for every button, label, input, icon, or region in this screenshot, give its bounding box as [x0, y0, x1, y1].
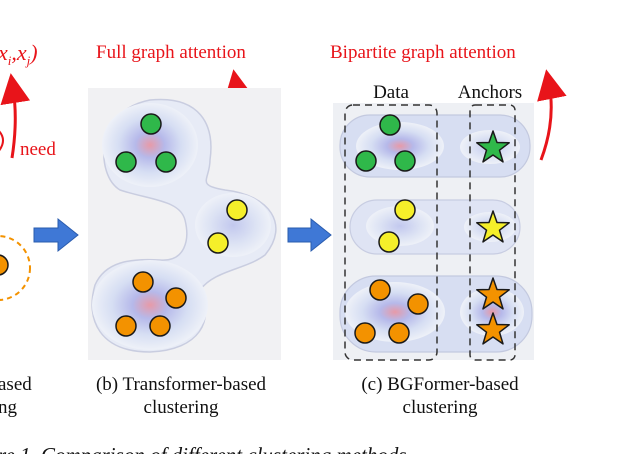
- panel-c-band-green-core: [356, 122, 444, 170]
- panel-c-caption-line2: clustering: [403, 397, 478, 418]
- left-partial-bracket: [0, 130, 4, 151]
- blue-arrow-right: [287, 217, 332, 253]
- need-label: need: [20, 139, 56, 160]
- orange-anchor-star-icon: [476, 277, 510, 310]
- green-point: [155, 151, 177, 173]
- left-caption-line1: ased: [0, 374, 32, 395]
- green-point: [379, 114, 401, 136]
- data-group-box: [344, 104, 438, 361]
- panel-b-blob-orange: [92, 260, 208, 350]
- orange-point: [115, 315, 137, 337]
- left-caption-line2: ng: [0, 397, 18, 418]
- panel-c-anchor-stars: [476, 130, 510, 345]
- anchors-column-label: Anchors: [458, 82, 522, 103]
- orange-point: [149, 315, 171, 337]
- green-point: [140, 113, 162, 135]
- panel-c: Bipartite graph attention Data Anchors: [330, 42, 567, 418]
- yellow-point: [207, 232, 229, 254]
- orange-point: [354, 322, 376, 344]
- left-red-arrow: [0, 73, 31, 159]
- panel-b-caption-line1: (b) Transformer-based: [96, 374, 267, 395]
- panel-c-data-points: [354, 114, 429, 344]
- green-point: [394, 150, 416, 172]
- figure-caption: re 1. Comparison of different clustering…: [0, 443, 412, 454]
- orange-point: [407, 293, 429, 315]
- yellow-point: [394, 199, 416, 221]
- panel-b: Full graph attention (b) Transformer-bas…: [88, 42, 281, 418]
- green-point: [115, 151, 137, 173]
- orange-point: [388, 322, 410, 344]
- left-partial-point: [0, 254, 9, 276]
- panel-b-points: [115, 113, 248, 337]
- blue-arrow-left: [33, 217, 79, 253]
- data-column-label: Data: [373, 82, 409, 103]
- panel-c-band-orange-anchor: [460, 288, 524, 336]
- panel-b-caption-line2: clustering: [144, 397, 219, 418]
- anchors-group-box: [469, 104, 516, 361]
- green-point: [355, 150, 377, 172]
- orange-anchor-star-icon: [476, 312, 510, 345]
- orange-point: [369, 279, 391, 301]
- panel-c-caption-line1: (c) BGFormer-based: [361, 374, 519, 395]
- left-partial-dashed-circle: [0, 235, 31, 301]
- panel-c-red-arrow: [537, 69, 567, 161]
- panel-c-title: Bipartite graph attention: [330, 42, 516, 63]
- yellow-anchor-star-icon: [476, 210, 510, 243]
- yellow-point: [226, 199, 248, 221]
- yellow-point: [378, 231, 400, 253]
- panel-b-title: Full graph attention: [96, 42, 246, 63]
- formula-x-i: xi,xj): [0, 40, 38, 68]
- green-anchor-star-icon: [476, 130, 510, 163]
- orange-point: [132, 271, 154, 293]
- orange-point: [165, 287, 187, 309]
- left-panel: xi,xj) need ased ng: [0, 40, 56, 418]
